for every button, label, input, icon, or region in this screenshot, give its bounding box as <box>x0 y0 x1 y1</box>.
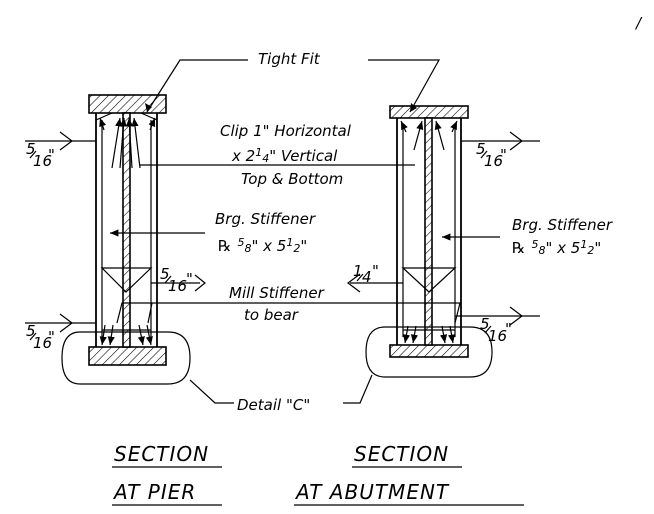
pier-weld-symbol-bottom: 5 16 " <box>25 313 96 352</box>
abutment-top-flange <box>389 105 469 119</box>
clip-line-1: Clip 1" Horizontal <box>220 122 352 140</box>
clip-callout: Clip 1" Horizontal x 214" Vertical Top &… <box>140 122 415 188</box>
corner-mark: / <box>634 14 643 32</box>
svg-text:": " <box>186 270 193 288</box>
svg-text:": " <box>48 146 55 164</box>
svg-text:": " <box>48 328 55 346</box>
svg-text:Brg. Stiffener: Brg. Stiffener <box>215 210 316 228</box>
pier-top-flange <box>88 94 167 114</box>
abutment-weld-symbol-bottom: 5 16 " <box>455 306 540 345</box>
svg-text:5: 5 <box>26 140 36 158</box>
clip-line-3: Top & Bottom <box>241 170 343 188</box>
detail-c-callout: Detail "C" <box>189 374 373 414</box>
pier-weld-symbol-top: 5 16 " <box>25 131 96 170</box>
pier-title: SECTION AT PIER <box>112 442 222 506</box>
pier-bottom-flange <box>88 346 167 366</box>
abutment-weld-symbol-top: 5 16 " <box>461 131 540 170</box>
pier-detail-c-outline <box>61 331 191 385</box>
abutment-detail-c-outline <box>365 326 493 378</box>
svg-text:5: 5 <box>160 265 170 283</box>
svg-text:16: 16 <box>484 152 503 170</box>
tight-fit-callout: Tight Fit <box>145 50 441 113</box>
svg-text:16: 16 <box>168 277 187 295</box>
abutment-web <box>424 117 433 346</box>
abutment-title-line-1: SECTION <box>354 442 449 466</box>
brg-stiffener-callout-left: Brg. Stiffener ℞58" x 512" <box>110 210 316 255</box>
svg-text:Mill Stiffener: Mill Stiffener <box>229 284 325 302</box>
svg-text:Brg. Stiffener: Brg. Stiffener <box>512 216 613 234</box>
svg-text:16: 16 <box>33 334 52 352</box>
abutment-title-line-2: AT ABUTMENT <box>294 480 450 504</box>
abutment-section <box>365 105 493 378</box>
tight-fit-label: Tight Fit <box>258 50 321 68</box>
abutment-bottom-flange <box>389 344 469 358</box>
svg-text:℞58" x 512": ℞58" x 512" <box>512 238 601 257</box>
svg-text:5: 5 <box>480 315 490 333</box>
detail-c-label: Detail "C" <box>237 396 310 414</box>
abutment-weld-symbol-mid: 1 4 " <box>347 262 403 293</box>
abutment-title: SECTION AT ABUTMENT <box>294 442 524 506</box>
svg-text:5: 5 <box>26 322 36 340</box>
svg-text:": " <box>372 262 379 280</box>
pier-section <box>61 94 191 385</box>
pier-title-line-2: AT PIER <box>112 480 196 504</box>
pier-title-line-1: SECTION <box>114 442 209 466</box>
svg-text:16: 16 <box>33 152 52 170</box>
pier-weld-symbol-mid: 5 16 " <box>151 265 206 295</box>
brg-stiffener-callout-right: Brg. Stiffener ℞58" x 512" <box>442 216 613 257</box>
svg-text:to bear: to bear <box>244 306 299 324</box>
pier-web <box>122 112 131 348</box>
svg-text:16: 16 <box>488 327 507 345</box>
svg-text:℞58" x 512": ℞58" x 512" <box>218 236 307 255</box>
svg-text:1: 1 <box>353 262 363 280</box>
svg-text:4: 4 <box>362 268 372 286</box>
clip-line-2: x 214" Vertical <box>231 146 338 165</box>
svg-text:": " <box>505 320 512 338</box>
svg-text:5: 5 <box>476 140 486 158</box>
mill-stiffener-callout: Mill Stiffener to bear <box>116 284 461 324</box>
svg-text:": " <box>500 146 507 164</box>
